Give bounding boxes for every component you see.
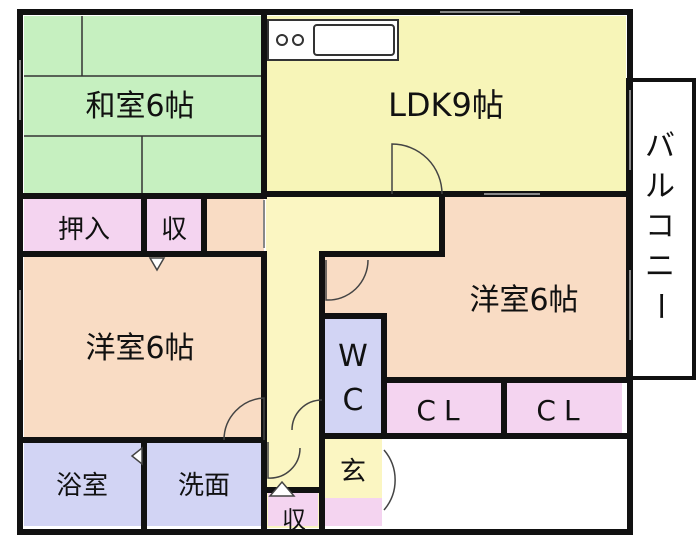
label-yoshitsu-right: 洋室6帖: [469, 283, 578, 318]
room-shu-top: [146, 198, 204, 252]
door-yoshitsu-left: [223, 397, 265, 441]
label-genkan: 玄: [340, 457, 366, 487]
balcony-char: ニ: [645, 249, 675, 284]
door-yoshitsu-right: [325, 259, 369, 301]
room-yoshitsu-right: [442, 194, 626, 380]
room-genkan-step: [324, 498, 382, 526]
arrow-oshiire: [148, 257, 166, 272]
label-yokushitsu: 浴室: [56, 471, 108, 501]
room-genkan: [324, 436, 382, 498]
room-yoshitsu-left: [24, 256, 264, 438]
balcony-char: コ: [645, 209, 675, 244]
doors: [130, 143, 443, 511]
label-oshiire: 押入: [58, 215, 110, 245]
arrow-yokushitsu: [130, 446, 143, 466]
label-ldk: LDK9帖: [388, 86, 504, 124]
label-shu-top: 収: [161, 215, 187, 245]
room-hall: [266, 194, 322, 528]
balcony-char: バ: [645, 129, 675, 164]
room-cl-left: [386, 382, 502, 434]
room-oshiire: [24, 198, 142, 252]
room-washitsu: [24, 16, 262, 194]
label-cl-right: CL: [536, 394, 587, 427]
label-cl-left: CL: [416, 394, 467, 427]
balcony-label: バ ル コ ニ ー: [642, 129, 677, 321]
arrow-shu-bottom: [268, 480, 296, 497]
door-genkan: [383, 449, 396, 511]
room-shu-bottom: [268, 492, 318, 526]
kitchen-sink-icon: [267, 19, 399, 61]
label-shu-bottom: 収: [282, 506, 306, 534]
label-wc-w: W: [338, 339, 368, 374]
window-marks: [19, 11, 631, 360]
room-corridor-left: [206, 198, 264, 252]
room-wc: [324, 318, 382, 434]
door-ldk: [391, 143, 443, 195]
balcony-char: ー: [642, 291, 677, 321]
label-wc-c: C: [343, 383, 364, 418]
label-yoshitsu-left: 洋室6帖: [85, 331, 194, 366]
label-washitsu: 和室6帖: [85, 89, 194, 124]
tatami-lines: [24, 16, 262, 194]
room-cl-right: [506, 382, 622, 434]
room-senmen: [146, 442, 264, 526]
door-senmen: [267, 442, 301, 479]
label-senmen: 洗面: [178, 471, 230, 501]
door-wc: [291, 399, 323, 431]
balcony-char: ル: [645, 169, 675, 204]
room-yokushitsu: [24, 442, 142, 526]
room-hall-upper: [322, 194, 442, 254]
